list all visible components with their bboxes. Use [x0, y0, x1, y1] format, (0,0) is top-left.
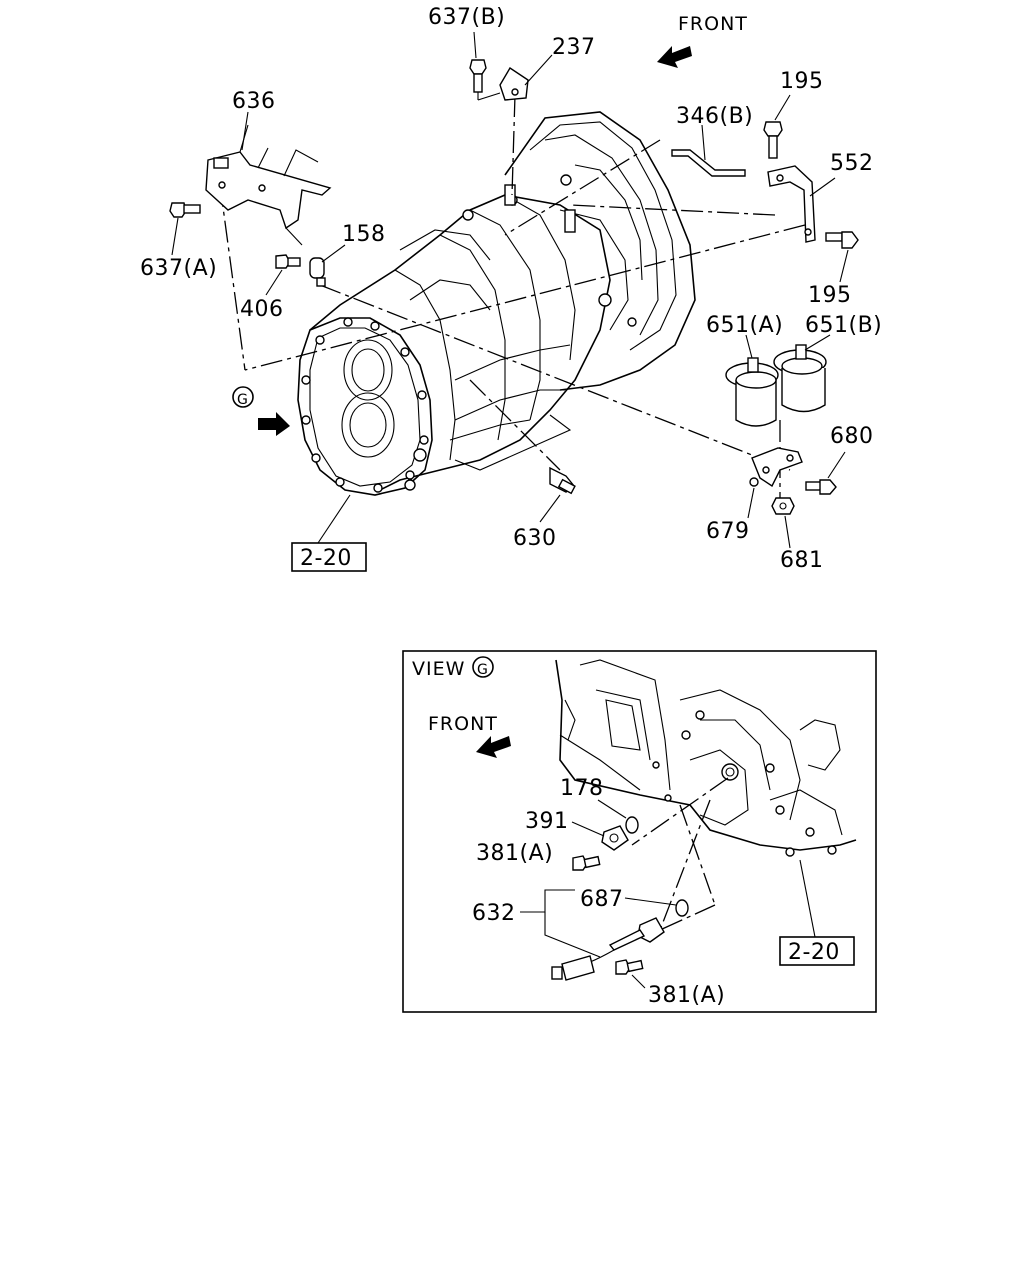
part-195-mid-bolt — [825, 231, 859, 249]
part-681-nut — [771, 497, 795, 515]
leader-687 — [624, 897, 677, 906]
label-ref-top: 2-20 — [300, 546, 352, 571]
part-237-bracket — [499, 67, 529, 101]
leader-195-top — [774, 94, 791, 121]
label-195-top: 195 — [780, 69, 824, 94]
leader-406 — [265, 269, 283, 296]
leader-391 — [571, 821, 605, 837]
label-637a: 637(A) — [140, 256, 217, 281]
leader-630 — [539, 494, 561, 523]
leader-681 — [784, 515, 791, 549]
arrow-right-down-icon — [258, 412, 290, 436]
leader-632-upper — [520, 889, 575, 913]
leader-679 — [747, 487, 755, 519]
part-632-sensor — [551, 917, 665, 981]
label-679: 679 — [706, 519, 750, 544]
label-178: 178 — [560, 776, 604, 801]
ref-box-top — [291, 542, 367, 572]
inset-view-marker-circle — [472, 656, 494, 678]
leader-651a — [745, 334, 753, 359]
part-630-switch — [549, 466, 576, 495]
part-391-sensor — [601, 825, 629, 851]
part-637b-bolt — [469, 59, 501, 101]
part-679-bracket — [749, 447, 803, 488]
part-636-bracket — [205, 124, 332, 246]
label-630: 630 — [513, 526, 557, 551]
leader-637b — [473, 31, 477, 59]
label-ref-inset: 2-20 — [788, 940, 840, 965]
leader-680 — [827, 451, 846, 479]
part-651a-mount — [725, 357, 779, 427]
label-687: 687 — [580, 887, 624, 912]
label-681: 681 — [780, 548, 824, 573]
label-front-top: FRONT — [678, 13, 748, 35]
part-680-bolt — [805, 479, 837, 495]
inset-frame — [402, 650, 877, 1013]
view-marker-circle — [232, 386, 254, 408]
label-158: 158 — [342, 222, 386, 247]
part-158-clip — [309, 257, 326, 287]
label-view-marker: G — [237, 392, 249, 408]
leader-ref-top — [317, 494, 351, 544]
inset-housing — [555, 659, 857, 857]
transmission-housing — [297, 111, 696, 496]
label-391: 391 — [525, 809, 569, 834]
part-637a-bolt — [169, 202, 201, 218]
part-552-bracket — [767, 165, 816, 243]
part-406-bolt — [275, 254, 301, 269]
arrow-left-up-icon — [476, 736, 511, 758]
leader-636 — [241, 111, 249, 151]
label-381a-upper: 381(A) — [476, 841, 553, 866]
arrow-left-up-icon — [657, 46, 692, 68]
leader-237 — [524, 54, 553, 86]
part-381a-lower-bolt — [615, 959, 644, 975]
label-346b: 346(B) — [676, 104, 753, 129]
label-632: 632 — [472, 901, 516, 926]
label-195-mid: 195 — [808, 283, 852, 308]
top-leader-lines — [219, 94, 806, 500]
cover-bolts — [301, 317, 429, 493]
label-680: 680 — [830, 424, 874, 449]
label-406: 406 — [240, 297, 284, 322]
leader-195-mid — [839, 249, 849, 283]
inset-view-g: VIEW G FRONT 178 391 381(A) 687 632 381(… — [402, 650, 877, 1013]
label-552: 552 — [830, 151, 874, 176]
leader-381a-lower — [631, 974, 646, 989]
label-381a-lower: 381(A) — [648, 983, 725, 1008]
part-381a-upper-bolt — [572, 855, 601, 871]
leader-552 — [809, 177, 836, 197]
label-651b: 651(B) — [805, 313, 882, 338]
leader-346b — [701, 124, 706, 161]
leader-651b — [804, 334, 831, 351]
part-178-oring — [625, 816, 639, 834]
leader-178 — [597, 799, 627, 819]
part-687-oring — [675, 899, 689, 917]
label-636: 636 — [232, 89, 276, 114]
leader-158 — [321, 244, 346, 263]
part-651b-mount — [773, 344, 827, 413]
leader-632-lower — [544, 912, 601, 958]
part-195-top-bolt — [763, 121, 783, 159]
leader-637a — [171, 217, 179, 256]
leader-ref-inset — [799, 859, 816, 938]
part-346b-pipe — [671, 149, 746, 177]
label-651a: 651(A) — [706, 313, 783, 338]
inset-front-label: FRONT — [428, 713, 498, 735]
label-637b: 637(B) — [428, 5, 505, 30]
label-237: 237 — [552, 35, 596, 60]
ref-box-inset — [779, 936, 855, 966]
inset-view-marker: G — [477, 662, 489, 678]
inset-title: VIEW — [412, 658, 465, 680]
